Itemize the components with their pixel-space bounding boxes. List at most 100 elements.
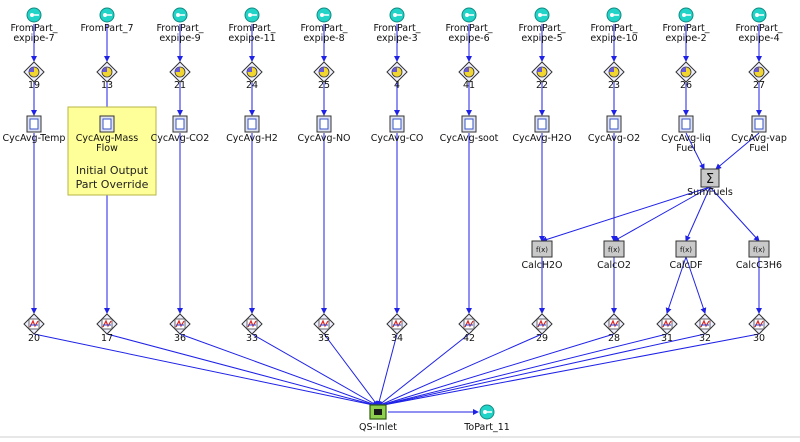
cycavg-label-line1: CycAvg-H2O: [512, 133, 571, 144]
frompart-connector-0[interactable]: [26, 7, 42, 23]
frompart-connector-6[interactable]: [461, 7, 477, 23]
frompart-label-line1: FromPart_: [228, 23, 275, 34]
frompart-label-line1: FromPart_7: [80, 23, 133, 34]
cycavg-block-4[interactable]: [316, 115, 332, 133]
function-icon: [531, 240, 553, 258]
output-node-number: 30: [753, 333, 765, 344]
input-node-6[interactable]: [458, 61, 480, 83]
frompart-label-line2: expipe-2: [665, 33, 706, 44]
output-node-number: 36: [174, 333, 186, 344]
frompart-connector-7[interactable]: [534, 7, 550, 23]
frompart-label-line1: FromPart_: [300, 23, 347, 34]
frompart-connector-2[interactable]: [172, 7, 188, 23]
topart-label: ToPart_11: [463, 422, 510, 433]
cycavg-label-line1: CycAvg-O2: [588, 133, 640, 144]
sumfuels-label: SumFuels: [687, 187, 733, 198]
frompart-connector-8[interactable]: [606, 7, 622, 23]
input-node-3[interactable]: [241, 61, 263, 83]
output-node-7[interactable]: [531, 313, 553, 335]
cycavg-label-line1: CycAvg-Mass: [76, 133, 138, 144]
calc-block-2[interactable]: f(x): [675, 240, 697, 258]
output-node-5[interactable]: [386, 313, 408, 335]
output-node-number: 34: [391, 333, 403, 344]
frompart-label-line2: expipe-4: [738, 33, 779, 44]
input-node-2[interactable]: [169, 61, 191, 83]
cycavg-label-line1: CycAvg-CO2: [151, 133, 210, 144]
input-node-number: 22: [536, 80, 548, 91]
input-node-9[interactable]: [675, 61, 697, 83]
output-node-extra[interactable]: [694, 313, 716, 335]
output-node-0[interactable]: [23, 313, 45, 335]
frompart-label-line2: expipe-5: [521, 33, 562, 44]
input-node-number: 24: [246, 80, 258, 91]
wire-to-inlet-0: [33, 333, 379, 408]
output-node-number: 42: [463, 333, 475, 344]
output-node-6[interactable]: [458, 313, 480, 335]
output-node-1[interactable]: [96, 313, 118, 335]
cycavg-block-7[interactable]: [534, 115, 550, 133]
input-node-number: 13: [101, 80, 113, 91]
frompart-connector-4[interactable]: [316, 7, 332, 23]
input-node-1[interactable]: [96, 61, 118, 83]
frompart-connector-5[interactable]: [389, 7, 405, 23]
frompart-connector-1[interactable]: [99, 7, 115, 23]
cycavg-label-line1: CycAvg-CO: [371, 133, 424, 144]
calc-block-0[interactable]: f(x): [531, 240, 553, 258]
output-node-number: 35: [318, 333, 330, 344]
output-node-number: 20: [28, 333, 40, 344]
frompart-connector-3[interactable]: [244, 7, 260, 23]
frompart-label-line2: expipe-11: [228, 33, 275, 44]
function-symbol: f(x): [608, 246, 620, 254]
calc-block-3[interactable]: f(x): [748, 240, 770, 258]
output-node-8[interactable]: [603, 313, 625, 335]
sumfuels-block[interactable]: Σ: [700, 168, 720, 188]
input-node-4[interactable]: [313, 61, 335, 83]
wire-to-inlet-extra: [377, 333, 706, 408]
wire-to-inlet-8: [377, 333, 615, 408]
output-node-10[interactable]: [748, 313, 770, 335]
qs-inlet-block[interactable]: [369, 404, 387, 420]
input-node-7[interactable]: [531, 61, 553, 83]
cycavg-block-2[interactable]: [172, 115, 188, 133]
frompart-label-line1: FromPart_: [10, 23, 57, 34]
output-node-4[interactable]: [313, 313, 335, 335]
input-node-0[interactable]: [23, 61, 45, 83]
output-node-number: 33: [246, 333, 258, 344]
wire-to-inlet-3: [251, 333, 379, 407]
wire-to-inlet-6: [377, 333, 470, 407]
frompart-label-line2: expipe-8: [303, 33, 344, 44]
output-node-3[interactable]: [241, 313, 263, 335]
input-node-8[interactable]: [603, 61, 625, 83]
cycavg-block-6[interactable]: [461, 115, 477, 133]
frompart-connector-9[interactable]: [678, 7, 694, 23]
qs-inlet-label: QS-Inlet: [359, 422, 397, 433]
input-node-number: 19: [28, 80, 40, 91]
cycavg-block-5[interactable]: [389, 115, 405, 133]
wire-to-inlet-7: [377, 333, 543, 407]
wire-to-inlet-5: [376, 333, 398, 407]
function-symbol: f(x): [680, 246, 692, 254]
wire-sum-calc-2: [685, 186, 711, 242]
wire-sum-calc-0: [541, 186, 711, 243]
cycavg-block-9[interactable]: [678, 115, 694, 133]
input-node-number: 21: [174, 80, 186, 91]
output-node-number: 17: [101, 333, 113, 344]
input-node-number: 26: [680, 80, 692, 91]
cycavg-block-8[interactable]: [606, 115, 622, 133]
cycavg-label-line1: CycAvg-NO: [297, 133, 350, 144]
cycavg-block-1[interactable]: [99, 115, 115, 133]
cycavg-block-10[interactable]: [751, 115, 767, 133]
cycavg-block-0[interactable]: [26, 115, 42, 133]
frompart-connector-10[interactable]: [751, 7, 767, 23]
wire-vap-sum: [715, 132, 760, 170]
topart-connector[interactable]: [479, 404, 495, 420]
calc-block-1[interactable]: f(x): [603, 240, 625, 258]
input-node-5[interactable]: [386, 61, 408, 83]
wire-to-inlet-2: [179, 333, 379, 408]
wire-liq-sum: [685, 132, 705, 170]
cycavg-block-3[interactable]: [244, 115, 260, 133]
input-node-10[interactable]: [748, 61, 770, 83]
calc-label: CalcC3H6: [736, 260, 782, 271]
output-node-2[interactable]: [169, 313, 191, 335]
output-node-9[interactable]: [656, 313, 678, 335]
